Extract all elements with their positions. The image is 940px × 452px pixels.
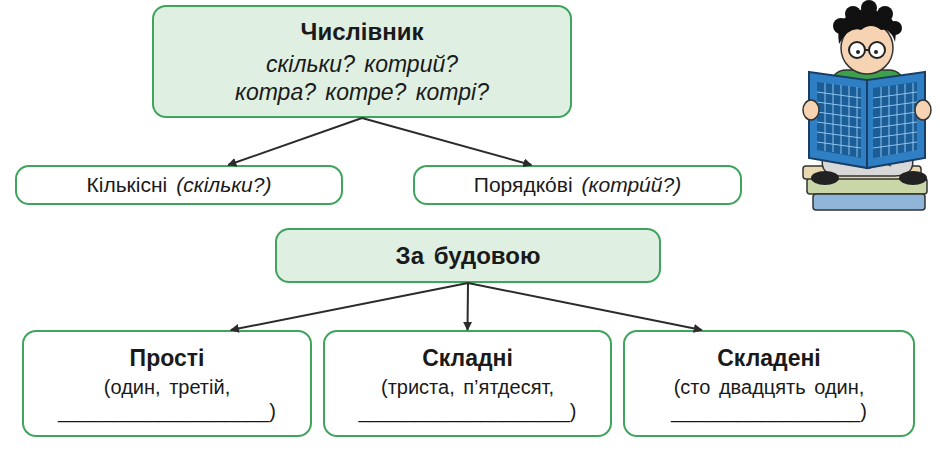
category-box: За будовою bbox=[275, 228, 661, 283]
node-body: скільки? котрий? котра? котре? котрі? bbox=[227, 50, 497, 106]
node-heading: Складені bbox=[717, 344, 820, 372]
arrow-connector bbox=[362, 118, 531, 165]
term-box: Кількісні (скільки?) bbox=[15, 165, 343, 205]
node-body: (котри́й?) bbox=[582, 172, 682, 198]
term-box: Прості (один, третій, ___________________… bbox=[22, 330, 312, 437]
node-body: (сто двадцять один, _________________) bbox=[638, 375, 900, 424]
arrow-connector bbox=[231, 283, 468, 330]
reading-boy-illustration bbox=[795, 0, 940, 215]
arrow-connector bbox=[468, 283, 702, 330]
arrow-connector bbox=[228, 118, 362, 165]
term-box: Складні (триста, п’ятдесят, _____________… bbox=[323, 330, 612, 437]
node-heading: Числівник bbox=[301, 17, 424, 46]
term-box: Складені (сто двадцять один, ____________… bbox=[623, 330, 915, 437]
arrow-connector bbox=[467, 283, 470, 330]
node-heading: Прості bbox=[130, 344, 205, 372]
node-body: (один, третій, ___________________) bbox=[36, 375, 298, 424]
node-body: (триста, п’ятдесят, ___________________) bbox=[337, 375, 599, 424]
node-body: (скільки?) bbox=[176, 172, 271, 198]
node-heading: Кількісні bbox=[87, 172, 168, 198]
node-heading: За будовою bbox=[396, 241, 541, 270]
category-box: Числівник скільки? котрий? котра? котре? … bbox=[152, 5, 572, 118]
node-heading: Порядко́ві bbox=[474, 172, 573, 198]
term-box: Порядко́ві (котри́й?) bbox=[413, 165, 742, 205]
node-heading: Складні bbox=[422, 344, 513, 372]
